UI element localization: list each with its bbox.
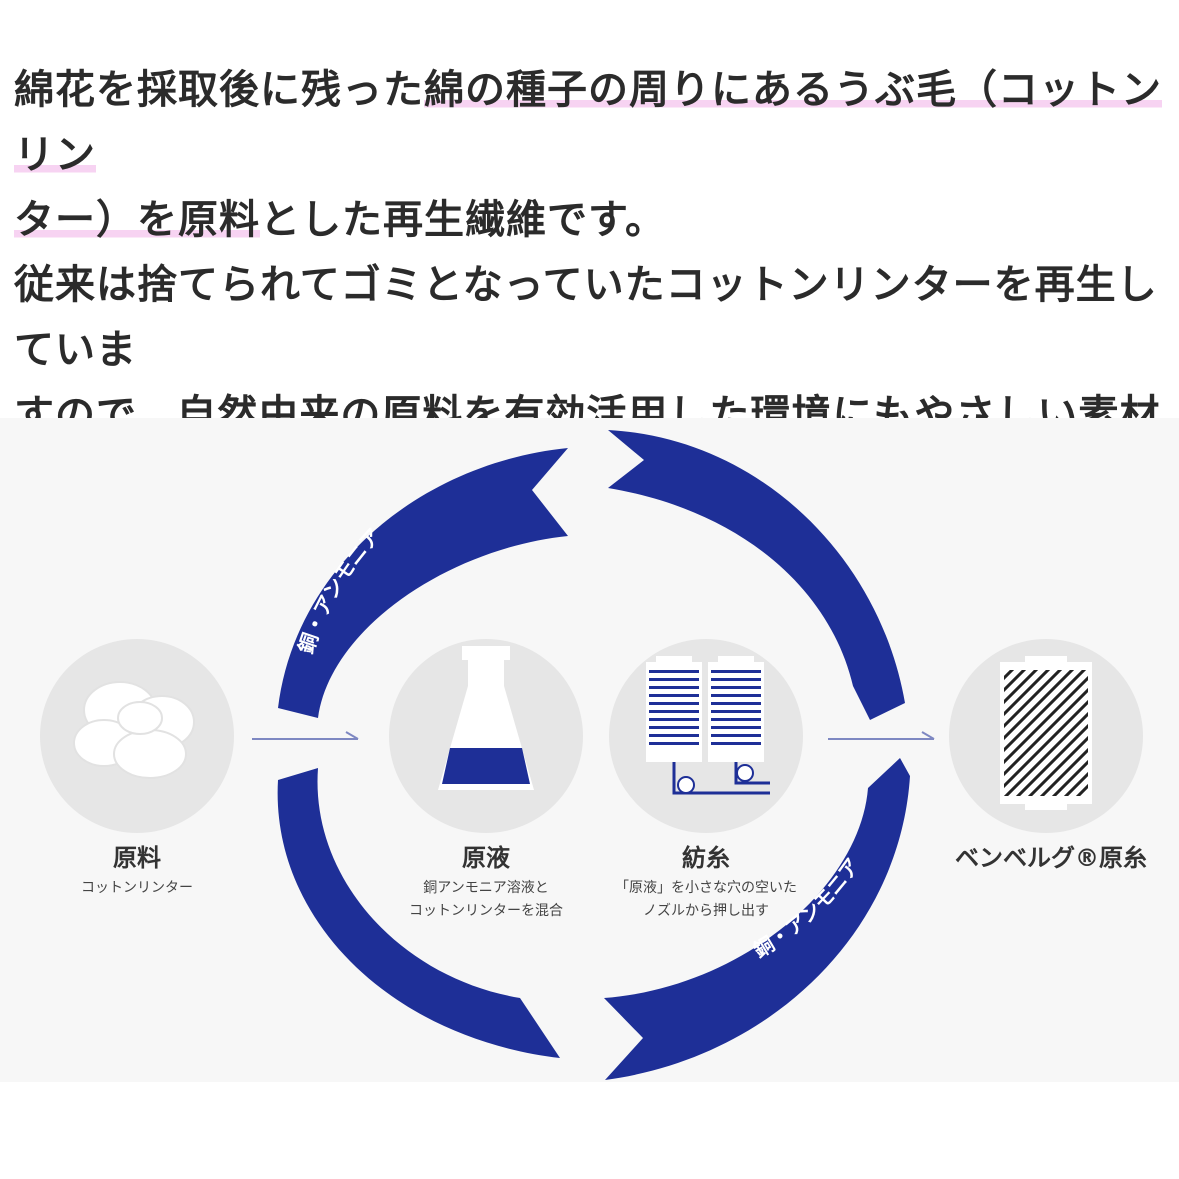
diagram-canvas: 銅・アンモニア 銅・アンモニア: [40, 430, 1143, 1080]
node-title-raw: 原料: [113, 844, 161, 872]
arrow-spinning-to-yarn: [828, 731, 935, 740]
cycle-arc-bottom-right: [604, 758, 910, 1080]
arrow-raw-to-solution: [252, 731, 359, 740]
cycle-arc-top-right: [608, 430, 905, 720]
node-title-spinning: 紡糸: [682, 844, 730, 872]
cycle-arc-top-left: [278, 448, 568, 718]
node-circle-spinning: [609, 639, 803, 833]
process-diagram: 銅・アンモニア 銅・アンモニア: [0, 418, 1179, 1082]
yarn-bobbin-icon: [1000, 656, 1092, 810]
cycle-arc-bottom-left: [277, 768, 560, 1058]
intro-line3: 従来は捨てられてゴミとなっていたコットンリンターを再生していま: [14, 262, 1158, 373]
node-title-solution: 原液: [462, 844, 510, 872]
cotton-icon: [73, 681, 195, 779]
intro-text: 綿花を採取後に残った綿の種子の周りにあるうぶ毛（コットンリン ター）を原料とした…: [14, 58, 1164, 578]
spinneret-icon: [646, 656, 770, 795]
node-sub-raw: コットンリンター: [81, 880, 193, 896]
intro-line2-highlight: ター）を原料: [14, 197, 260, 243]
node-title-yarn: ベンベルグ®原糸: [955, 844, 1147, 872]
node-sub-solution-2: コットンリンターを混合: [409, 903, 563, 919]
node-sub-spinning-2: ノズルから押し出す: [643, 903, 769, 919]
flask-icon: [438, 646, 534, 790]
node-sub-solution-1: 銅アンモニア溶液と: [423, 880, 549, 896]
intro-line2-b: とした再生繊維です。: [260, 197, 666, 243]
node-sub-spinning-1: 「原液」を小さな穴の空いた: [615, 880, 797, 896]
intro-line1-a: 綿花を採取後に残った: [14, 67, 424, 113]
